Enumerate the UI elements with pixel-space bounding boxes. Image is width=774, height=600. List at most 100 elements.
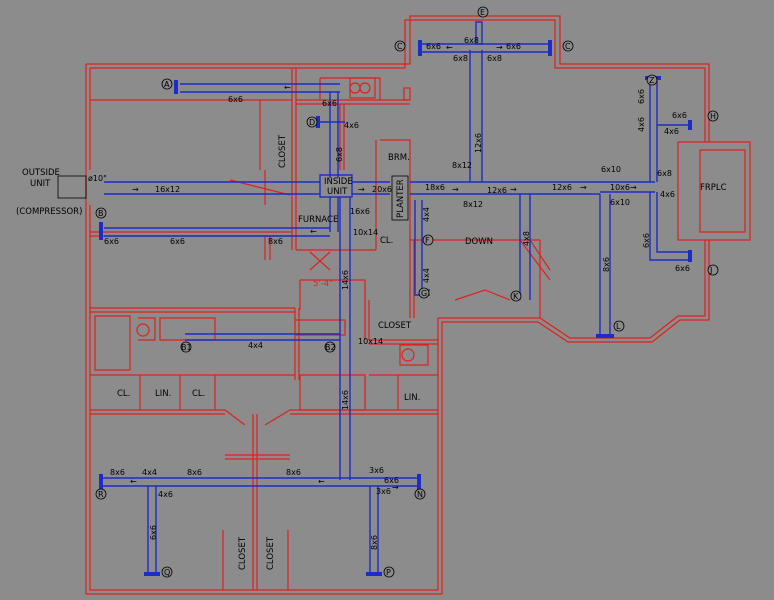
outlet-q-label: Q: [164, 568, 170, 577]
duct-label: 6x6: [506, 42, 521, 51]
lin2-label: LIN.: [404, 393, 420, 403]
cl-left2-label: CL.: [192, 389, 205, 399]
svg-text:←: ←: [284, 83, 291, 92]
duct-label: 6x8: [335, 147, 344, 162]
duct-label: 14x6: [341, 390, 350, 410]
outlet-h-label: H: [710, 112, 716, 121]
outlet-c2-label: C: [565, 42, 571, 51]
duct-label: 6x6: [322, 99, 337, 108]
frplc-label: FRPLC: [700, 183, 727, 193]
duct-label: 6x10: [601, 165, 621, 174]
outlet-p-label: P: [386, 568, 391, 577]
duct-label: 6x8: [657, 169, 672, 178]
planter-label: PLANTER: [396, 179, 406, 218]
lin1-label: LIN.: [155, 389, 171, 399]
duct-label: 4x6: [664, 127, 679, 136]
duct-label: 4x8: [522, 231, 531, 246]
duct-label: 8x6: [370, 535, 379, 550]
duct-label: 3x6: [376, 487, 391, 496]
duct-label: 14x6: [341, 270, 350, 290]
duct-label: 8x12: [452, 161, 472, 170]
duct-label: 6x8: [487, 54, 502, 63]
svg-text:←: ←: [446, 43, 453, 52]
cl-mid-label: CL.: [380, 236, 393, 246]
duct-label: 4x6: [158, 490, 173, 499]
duct-label: 6x6: [426, 42, 441, 51]
duct-label: 6x6: [170, 237, 185, 246]
svg-text:→: →: [132, 185, 139, 194]
outlet-b1-label: B1: [181, 343, 192, 352]
walls: [85, 15, 751, 595]
duct-label: 6x8: [453, 54, 468, 63]
flow-arrows: → → → → → → ← ← → ← ← ← →: [130, 43, 637, 492]
duct-label: 6x6: [149, 525, 158, 540]
duct-label: 6x6: [384, 476, 399, 485]
outlet-b2-label: B2: [325, 343, 336, 352]
svg-text:→: →: [630, 183, 637, 192]
duct-label: 10x14: [358, 337, 383, 346]
svg-text:→: →: [452, 185, 459, 194]
duct-label: 20x6: [372, 185, 392, 194]
closet-mid-label: CLOSET: [378, 321, 412, 331]
outlet-j-label: J: [709, 266, 712, 275]
svg-text:→: →: [580, 183, 587, 192]
duct-label: 8x6: [286, 468, 301, 477]
duct-label: 4x4: [248, 341, 263, 350]
duct-label: 8x12: [463, 200, 483, 209]
svg-text:→: →: [358, 185, 365, 194]
outlet-d-label: D: [309, 118, 315, 127]
svg-text:←: ←: [310, 227, 317, 236]
duct-label: 8x6: [268, 237, 283, 246]
duct-label: 8x6: [187, 468, 202, 477]
svg-text:←: ←: [318, 477, 325, 486]
closet-top-label: CLOSET: [278, 134, 288, 168]
duct-label: 4x4: [422, 207, 431, 222]
svg-text:→: →: [392, 483, 399, 492]
outlet-b-label: B: [98, 209, 104, 218]
duct-label: 4x4: [142, 468, 157, 477]
outlet-l-label: L: [616, 322, 621, 331]
room-labels: CLOSET CLOSET CLOSET CLOSET CL. CL. CL. …: [117, 134, 420, 570]
dimension-label: 5'-4": [313, 279, 333, 289]
duct-size-labels: 16x12 20x6 18x6 16x6 10x14 10x14 14x6 14…: [104, 36, 690, 550]
cl-left1-label: CL.: [117, 389, 130, 399]
outlet-r-label: R: [98, 490, 104, 499]
down-label: DOWN: [465, 237, 493, 247]
outlet-k-label: K: [513, 292, 519, 301]
duct-label: 3x6: [369, 466, 384, 475]
outlet-f-label: F: [425, 236, 430, 245]
inside-unit-label-2: UNIT: [327, 187, 348, 197]
duct-label: 10x14: [353, 228, 378, 237]
closet-bottom-left-label: CLOSET: [238, 536, 248, 570]
duct-label: 12x6: [474, 133, 483, 153]
svg-text:→: →: [496, 43, 503, 52]
pipe-dia-label: ø10": [88, 174, 107, 183]
duct-label: 4x6: [344, 121, 359, 130]
duct-label: 8x6: [602, 257, 611, 272]
duct-label: 6x8: [464, 36, 479, 45]
duct-label: 4x4: [422, 268, 431, 283]
duct-label: 4x6: [660, 190, 675, 199]
duct-label: 16x12: [155, 185, 180, 194]
duct-label: 6x6: [637, 89, 646, 104]
duct-label: 6x10: [610, 198, 630, 207]
outlet-z-label: Z: [649, 76, 655, 85]
svg-text:←: ←: [130, 477, 137, 486]
duct-label: 18x6: [425, 183, 445, 192]
duct-label: 6x6: [675, 264, 690, 273]
duct-label: 6x6: [228, 95, 243, 104]
duct-label: 6x6: [642, 233, 651, 248]
outlet-markers: A B C C E D F G H J K L B1 B2 R N Q P: [95, 6, 719, 578]
duct-label: 12x6: [552, 183, 572, 192]
compressor-label: (COMPRESSOR): [16, 207, 82, 217]
ducts: [100, 21, 690, 575]
duct-label: 10x6: [610, 183, 630, 192]
duct-label: 6x6: [672, 111, 687, 120]
duct-label: 6x6: [104, 237, 119, 246]
duct-label: 8x6: [110, 468, 125, 477]
brm-label: BRM.: [388, 153, 410, 163]
outlet-c1-label: C: [397, 42, 403, 51]
furnace-label: FURNACE: [298, 215, 338, 225]
inside-unit-label-1: INSIDE: [324, 177, 353, 187]
